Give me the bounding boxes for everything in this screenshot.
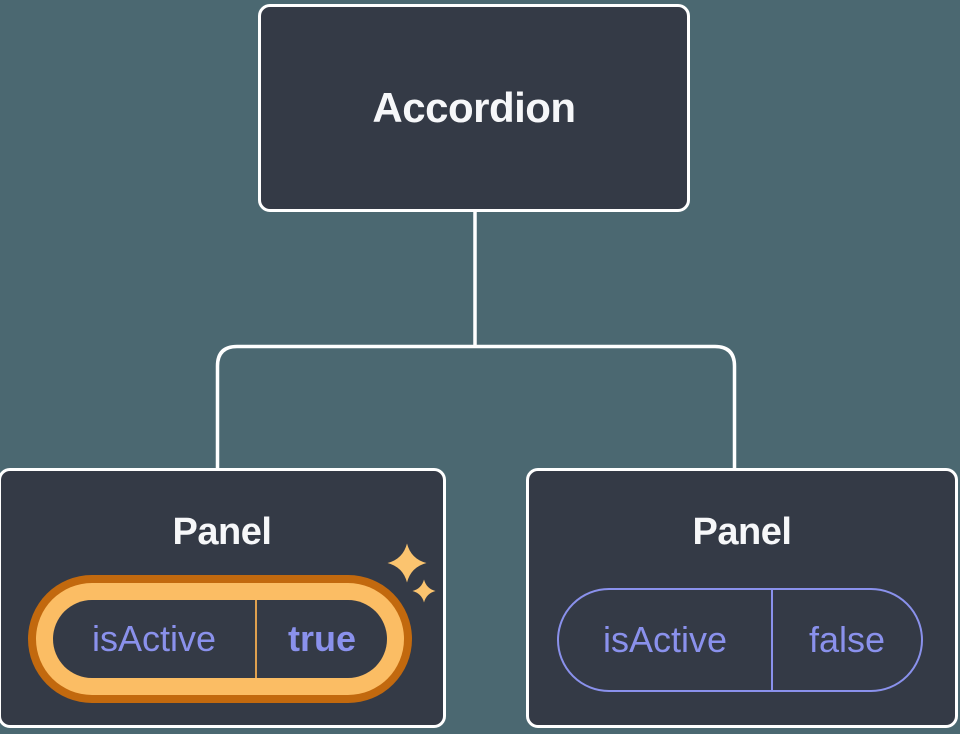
state-value-cell: false [773, 590, 921, 690]
state-value-label: true [288, 618, 357, 659]
panel-node-label: Panel [172, 511, 272, 553]
state-value-cell: true [257, 600, 387, 678]
sparkles-icon [387, 543, 436, 603]
state-name-label: isActive [92, 618, 217, 659]
state-value-label: false [809, 619, 886, 660]
state-pill-plain: isActive false [557, 588, 923, 692]
state-name-cell: isActive [559, 590, 771, 690]
state-name-cell: isActive [53, 600, 255, 678]
root-node-label: Accordion [372, 84, 576, 131]
panel-node-label: Panel [692, 511, 792, 553]
state-pill-highlighted: isActive true [28, 575, 412, 703]
children-connector-line [215, 344, 737, 469]
pill-divider [771, 590, 774, 690]
state-name-label: isActive [603, 619, 728, 660]
pill-divider [255, 600, 258, 678]
sparkle-large-icon [387, 543, 427, 583]
state-pill-body: isActive true [53, 600, 387, 678]
root-node-accordion: Accordion [258, 4, 690, 212]
state-pill-highlight-ring: isActive true [36, 583, 404, 695]
sparkle-small-icon [412, 579, 436, 603]
